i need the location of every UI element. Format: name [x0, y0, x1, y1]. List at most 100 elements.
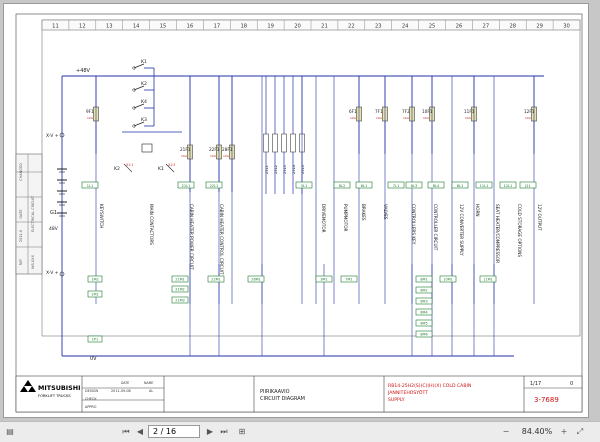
connector-box [427, 181, 445, 189]
terminal-box [171, 296, 189, 304]
connector-box [499, 181, 517, 189]
fuse-rating: 10A [210, 154, 217, 158]
relay-terminal [132, 124, 136, 128]
next-page-button[interactable]: ▶ [206, 427, 214, 436]
document-number: 3-7689 [534, 396, 559, 404]
column-number: 14 [133, 24, 140, 30]
side-label: 2011.0 [19, 230, 23, 242]
first-page-button[interactable]: ⏮ [122, 426, 130, 436]
column-number: 11 [52, 24, 59, 30]
connector-label: 8L3 [411, 184, 417, 188]
column-number: 13 [106, 24, 113, 30]
connector-xv-top [59, 132, 65, 138]
zoom-in-button[interactable]: + [560, 427, 568, 436]
connector-box [81, 181, 99, 189]
coil-body [272, 133, 278, 153]
relay-contact [133, 85, 145, 91]
coil-contact [123, 163, 133, 173]
relay-terminal [132, 66, 136, 70]
column-number: 15 [160, 24, 167, 30]
coil-body [290, 133, 296, 153]
thumbnail-icon[interactable]: ▤ [6, 427, 14, 436]
last-page-button[interactable]: ⏭ [220, 426, 228, 436]
relay-contact [133, 63, 145, 69]
fuse-label: 21F1 [180, 147, 191, 152]
section-title: VALVES [383, 204, 388, 220]
column-number: 18 [240, 24, 247, 30]
terminal-box [439, 275, 457, 283]
relay-contact [133, 121, 145, 127]
fuse-label: 7F2 [402, 109, 410, 114]
side-label: DATE [19, 209, 23, 218]
section-title: MAIN CONTACTORS [149, 204, 154, 245]
terminal-box [171, 285, 189, 293]
terminal-label: 1M1 [91, 293, 98, 297]
drawing-area [41, 19, 581, 337]
section-title: BRAKES [361, 204, 366, 221]
connector-box [295, 181, 313, 189]
section-title: CABIN HEATER CONTROL CIRCUIT [219, 204, 224, 275]
net-label-plus48: +48V [76, 68, 91, 74]
terminal-label: 21M1 [175, 278, 184, 282]
fuse-rating: 10A [465, 116, 472, 120]
connector-label: 8L1 [457, 184, 463, 188]
column-number: 23 [375, 24, 382, 30]
terminal-label: 21M3 [175, 299, 184, 303]
column-number: 20 [294, 24, 301, 30]
connector-label: 12L1 [504, 184, 513, 188]
coil-label: 25L3 [283, 165, 287, 174]
section-title: KEYSWITCH [99, 204, 104, 228]
terminal-box [340, 275, 358, 283]
fullscreen-icon[interactable]: ⤢ [576, 426, 584, 436]
revision: 0 [570, 381, 573, 387]
title-block [15, 375, 583, 413]
battery-voltage: 48V [49, 226, 59, 232]
terminal-label: 10M1 [443, 278, 452, 282]
fuse-rating: 10A [403, 116, 410, 120]
section-title: 12V CONVERTER SUPPLY [459, 204, 464, 256]
drawing-name-fi: PIIRIKAAVIO [260, 389, 290, 395]
side-label: ELECTRICAL CIRCUIT [31, 195, 35, 232]
column-number: 17 [214, 24, 221, 30]
connector-box [355, 181, 373, 189]
fuse-label: 10F1 [422, 109, 433, 114]
connector-box [451, 181, 469, 189]
terminal-label: 1P1 [92, 338, 99, 342]
page-number-input[interactable] [153, 427, 179, 436]
column-number: 28 [509, 24, 516, 30]
zoom-level[interactable]: 84.40% [521, 427, 553, 436]
connector-box [333, 181, 351, 189]
column-number: 19 [267, 24, 274, 30]
fuse-label: 9F1 [86, 109, 94, 114]
terminal-box [207, 275, 225, 283]
connector-box [387, 181, 405, 189]
connector-label: 22L1 [210, 184, 219, 188]
fit-page-icon[interactable]: ⊞ [238, 427, 246, 436]
page-number-field[interactable] [148, 425, 200, 438]
side-label: CHANGED [19, 163, 23, 181]
coil-label: 25L4 [292, 164, 296, 174]
terminal-box [415, 297, 433, 305]
terminal-label: 21M2 [175, 288, 184, 292]
section-title: DRIVEMOTOR [321, 204, 326, 233]
section-title: 12V OUTPUT [537, 204, 542, 231]
net-label-0v: 0V [90, 356, 97, 362]
xv-bottom-label: X-V + [46, 270, 59, 276]
section-title: CONTROLLER CIRCUIT [433, 204, 438, 251]
connector-label: 11L1 [480, 184, 489, 188]
column-number: 26 [456, 24, 463, 30]
coil-label-k2: K2 [114, 166, 120, 172]
relay-label: K1 [141, 59, 147, 65]
section-title: SEAT HEATER/COMPRESSOR [495, 204, 500, 263]
relay-terminal [132, 106, 136, 110]
prev-page-button[interactable]: ◀ [136, 427, 144, 436]
fuse-label: 22F1 [209, 147, 220, 152]
side-block [15, 153, 43, 275]
viewer-toolbar: ▤ ⏮ ◀ ▶ ⏭ ⊞ − 84.40% + ⤢ [0, 421, 600, 442]
coil-label: 25L2 [274, 165, 278, 174]
zoom-out-button[interactable]: − [502, 427, 510, 436]
terminal-box [415, 275, 433, 283]
connector-box [177, 181, 195, 189]
